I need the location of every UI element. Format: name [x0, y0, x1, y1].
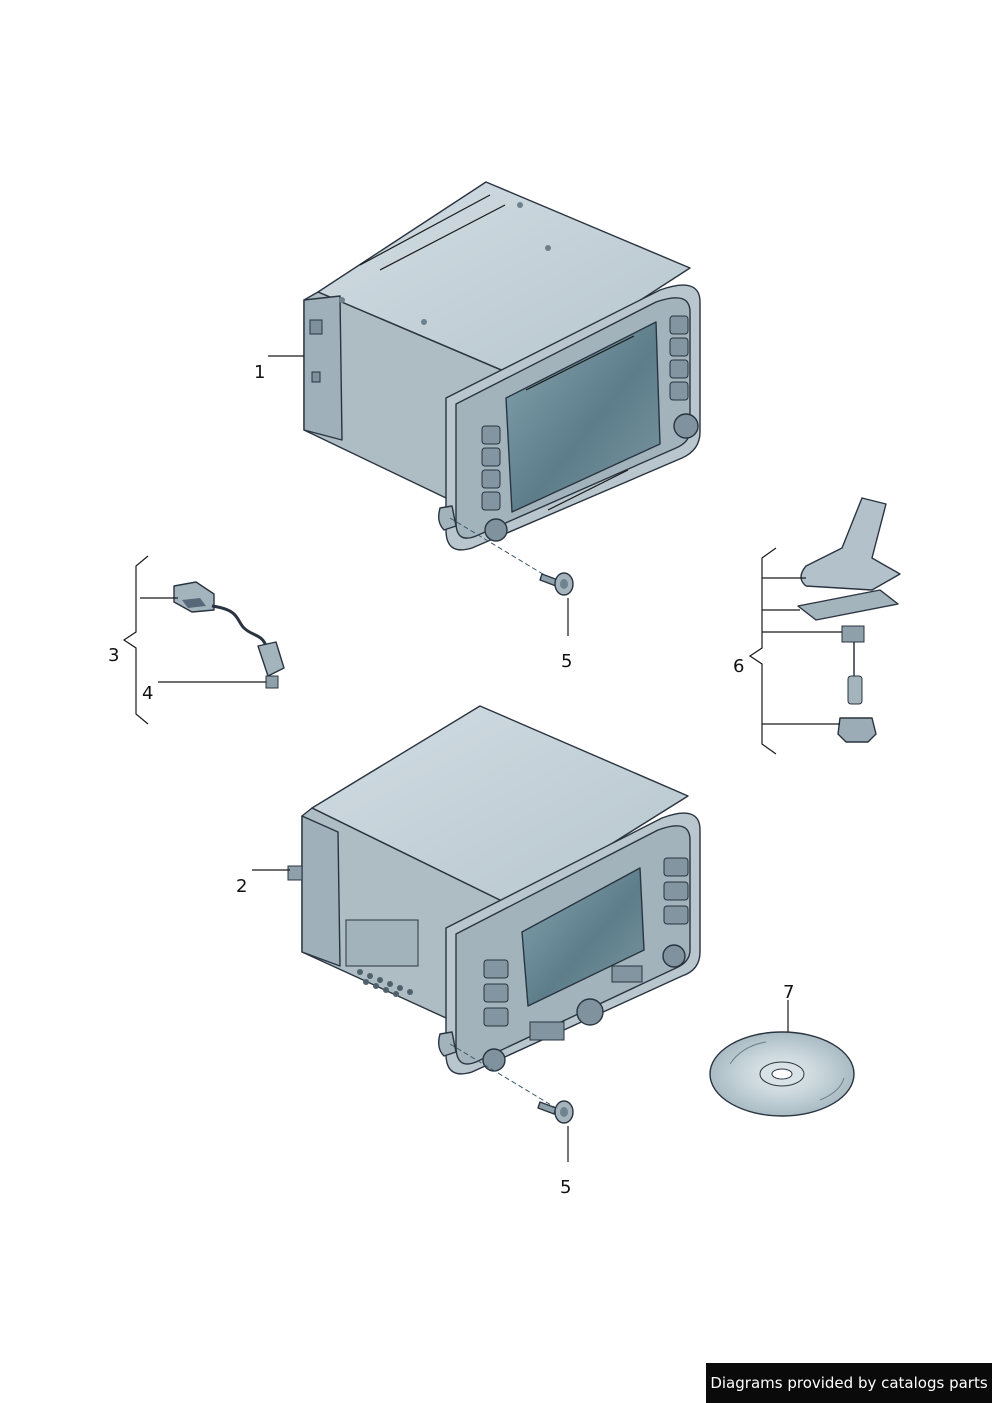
unit-2-knob-left	[482, 1048, 506, 1072]
callout-2: 2	[236, 876, 248, 897]
footer-credit: Diagrams provided by catalogs parts	[706, 1363, 992, 1403]
part-3-4-adapter-cable	[173, 581, 285, 689]
unit-2-knob-center	[576, 998, 604, 1026]
unit-1-knob-left	[484, 518, 508, 542]
unit-2-knob-right	[662, 944, 686, 968]
part-1-navigation-unit	[303, 181, 701, 583]
callout-4: 4	[142, 683, 154, 704]
callout-5-upper: 5	[561, 651, 573, 672]
unit-2-left-buttons	[483, 959, 509, 1027]
unit-1-left-buttons	[481, 425, 501, 511]
callout-6: 6	[733, 656, 745, 677]
part-2-radio-unit	[287, 705, 701, 1109]
unit-1-knob-right	[673, 413, 699, 439]
callout-1: 1	[254, 362, 266, 383]
part-5-screw-lower	[537, 1100, 574, 1124]
callout-3: 3	[108, 645, 120, 666]
leader-lines	[122, 355, 842, 1162]
part-5-screw-upper	[539, 572, 574, 596]
unit-2-right-buttons	[663, 857, 689, 925]
callout-5-lower: 5	[560, 1177, 572, 1198]
callout-7: 7	[783, 982, 795, 1003]
unit-2-connector-pins	[357, 969, 413, 997]
part-7-disc	[709, 1031, 855, 1117]
part-6-roof-antenna	[797, 497, 901, 743]
unit-1-right-buttons	[669, 315, 689, 401]
